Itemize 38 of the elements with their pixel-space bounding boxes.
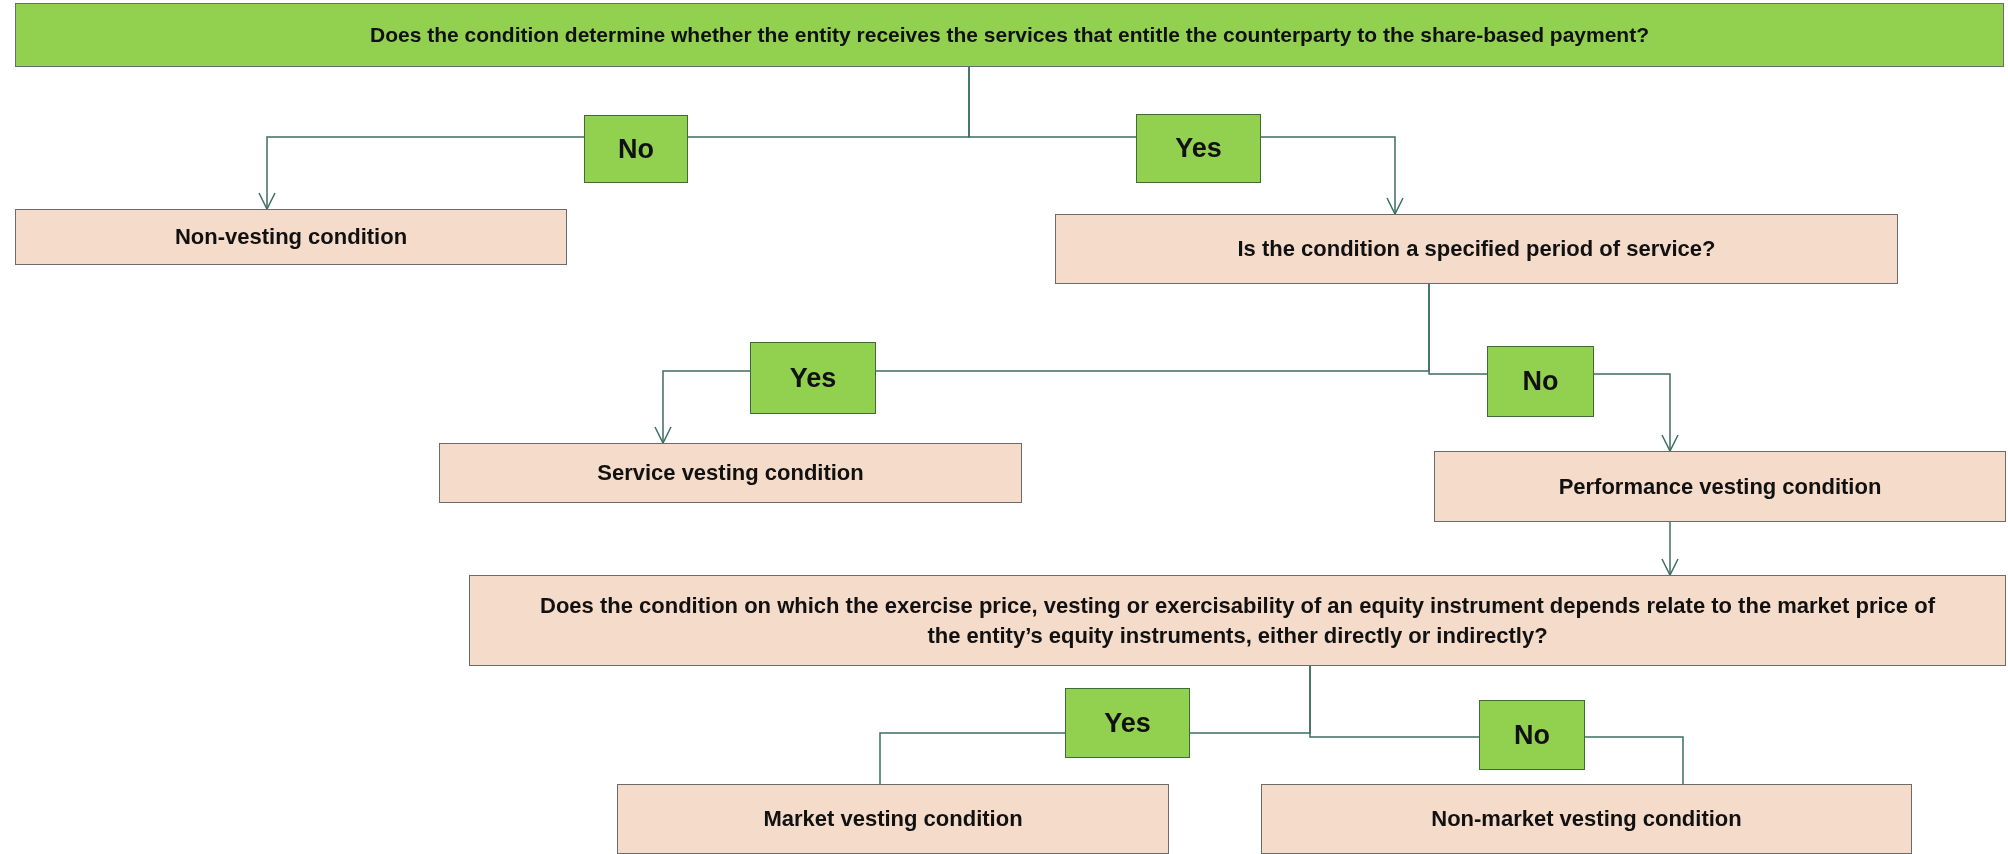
node-text: No [618, 132, 654, 166]
answer-label-box [1136, 114, 1261, 183]
node-text: Market vesting condition [763, 805, 1023, 834]
connector-line [1309, 665, 1480, 738]
node-text: Non-market vesting condition [1431, 805, 1742, 834]
node-text: Service vesting condition [597, 459, 864, 488]
connector-line [1428, 283, 1488, 375]
connector-line [258, 136, 585, 210]
question-box [15, 3, 2004, 67]
node-text: Yes [789, 361, 837, 395]
condition-box [15, 209, 567, 265]
node-text: Performance vesting condition [1558, 472, 1882, 501]
answer-label-box [750, 342, 876, 414]
answer-label-box [1065, 688, 1190, 758]
condition-box [1434, 451, 2006, 522]
answer-label-box [584, 115, 688, 183]
condition-box [439, 443, 1022, 503]
connector-line [654, 370, 751, 444]
condition-box [1261, 784, 1912, 854]
node-text: No [1522, 365, 1559, 399]
connector-line [968, 66, 1137, 138]
node-text: Does the condition on which the exercise price, vesting or exercisability of an equity instrument depends relate to the market price of the entity’s equity instruments, either directly or indirectly? [539, 591, 1936, 650]
connector-line [1260, 136, 1404, 215]
connector-line [1661, 521, 1679, 576]
node-text: No [1514, 718, 1550, 752]
connector-line [1593, 373, 1679, 452]
answer-label-box [1487, 346, 1594, 417]
node-text: Non-vesting condition [174, 223, 408, 252]
answer-label-box [1479, 700, 1585, 770]
node-text: Yes [1175, 132, 1222, 166]
node-text: Yes [1104, 706, 1151, 740]
connector-line [879, 732, 1066, 785]
condition-box [617, 784, 1169, 854]
condition-box [1055, 214, 1898, 284]
node-text: Is the condition a specified period of service? [1237, 235, 1716, 264]
condition-box [469, 575, 2006, 666]
node-text: Does the condition determine whether the entity receives the services that entitle the counterparty to the share-based payment? [370, 21, 1649, 48]
connector-line [1584, 736, 1684, 785]
